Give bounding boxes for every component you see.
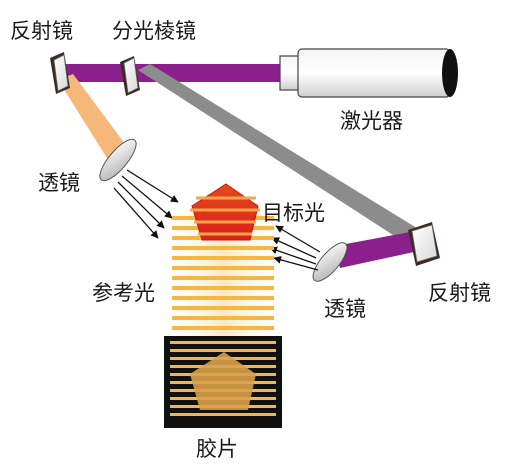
film-image-pentagon — [190, 352, 256, 410]
mirror-right — [408, 222, 440, 266]
label-prism: 分光棱镜 — [112, 19, 196, 43]
object-rays — [269, 225, 321, 271]
laser-beam — [60, 64, 282, 82]
label-mirror-right: 反射镜 — [428, 281, 491, 305]
label-mirror-top: 反射镜 — [10, 19, 73, 43]
lens-left — [99, 138, 137, 182]
object-beam-path — [138, 64, 420, 246]
label-lens-left: 透镜 — [38, 171, 80, 195]
lens-right — [312, 242, 348, 282]
object-beam-to-lens — [335, 232, 414, 268]
object-pentagon — [190, 183, 260, 241]
label-target-light: 目标光 — [262, 201, 325, 225]
reference-rays — [113, 169, 179, 239]
label-reference-light: 参考光 — [92, 281, 155, 305]
film-plate — [164, 336, 282, 428]
mirror-top-left — [50, 52, 70, 94]
reference-beam-path — [58, 74, 131, 166]
label-lens-right: 透镜 — [324, 297, 366, 321]
beam-splitter-prism — [120, 56, 140, 96]
laser — [279, 48, 458, 98]
label-film: 胶片 — [196, 437, 238, 461]
label-laser: 激光器 — [340, 109, 403, 133]
